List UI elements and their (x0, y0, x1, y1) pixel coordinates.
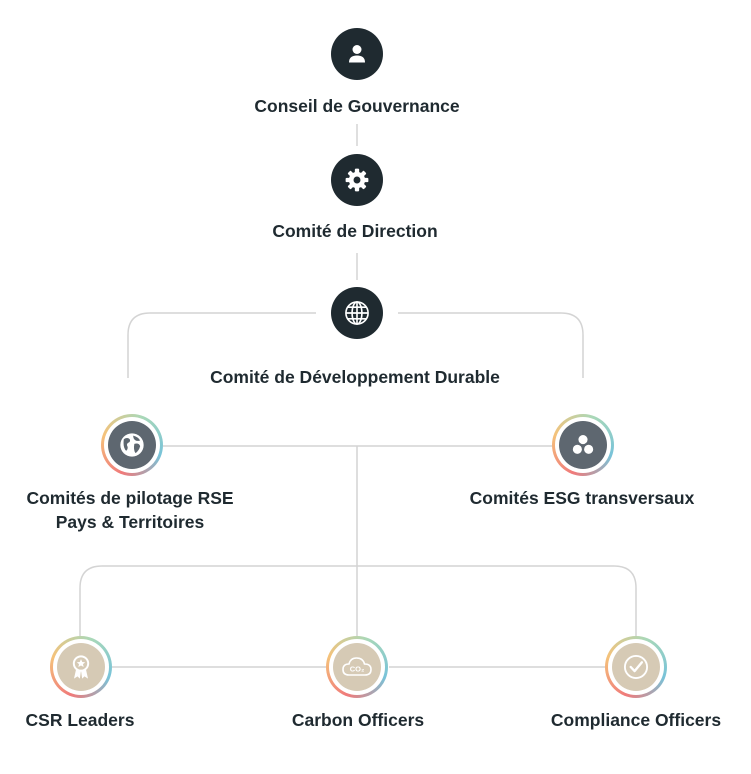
earth-icon (120, 433, 144, 457)
three-circles-icon (572, 435, 594, 454)
pilotage-node (101, 414, 163, 476)
compliance-label: Compliance Officers (550, 710, 722, 730)
esg-label: Comités ESG transversaux (469, 488, 695, 508)
csr-node (50, 636, 112, 698)
conseil-node (331, 28, 383, 80)
conseil-label: Conseil de Gouvernance (254, 96, 460, 116)
connector-developpement-left (127, 312, 316, 378)
user-icon (349, 45, 365, 63)
pilotage-label-line1: Comités de pilotage RSE (26, 488, 234, 508)
developpement-label: Comité de Développement Durable (210, 367, 500, 387)
esg-node (552, 414, 614, 476)
carbon-node: CO₂ (326, 636, 388, 698)
connector-developpement-right (398, 312, 584, 378)
direction-label: Comité de Direction (272, 221, 438, 241)
developpement-node (331, 287, 383, 339)
co2-cloud-icon: CO₂ (342, 657, 372, 676)
globe-icon (345, 301, 369, 325)
compliance-node (605, 636, 667, 698)
checkmark-badge-icon (623, 654, 649, 680)
connector-officers-span (79, 565, 637, 636)
direction-node (331, 154, 383, 206)
co2-cloud-text: CO₂ (350, 665, 365, 674)
csr-label: CSR Leaders (25, 710, 135, 730)
gear-icon (345, 168, 369, 192)
pilotage-label: Comités de pilotage RSE Pays & Territoir… (26, 486, 233, 534)
carbon-label: Carbon Officers (291, 710, 425, 730)
pilotage-label-line2: Pays & Territoires (55, 512, 205, 532)
award-ribbon-icon (72, 655, 90, 679)
